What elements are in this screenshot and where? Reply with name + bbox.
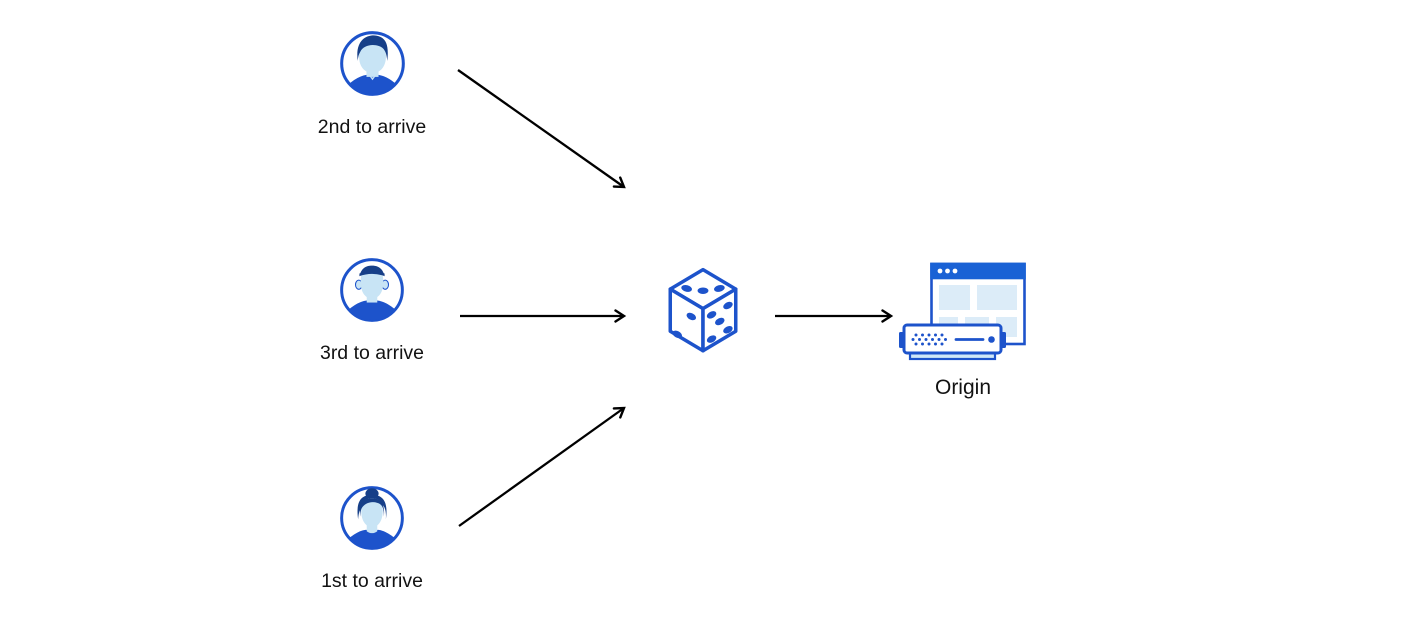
dice-icon bbox=[664, 265, 742, 357]
edge-visitor-first-to-dice bbox=[458, 406, 626, 527]
avatar-man-swept-hair-icon bbox=[339, 30, 406, 97]
node-origin: Origin bbox=[897, 262, 1029, 398]
node-visitor-first: 1st to arrive bbox=[301, 485, 443, 592]
node-visitor-second: 2nd to arrive bbox=[301, 30, 443, 138]
node-dice bbox=[664, 265, 742, 357]
avatar-woman-bun-icon bbox=[339, 485, 405, 551]
visitor-first-label: 1st to arrive bbox=[321, 570, 423, 592]
avatar-man-flat-hair-icon bbox=[339, 257, 405, 323]
visitor-third-label: 3rd to arrive bbox=[319, 342, 425, 364]
origin-label: Origin bbox=[934, 376, 992, 399]
origin-server-browser-icon bbox=[898, 262, 1029, 364]
edge-visitor-second-to-dice bbox=[457, 69, 626, 189]
node-visitor-third: 3rd to arrive bbox=[301, 257, 443, 364]
visitor-second-label: 2nd to arrive bbox=[317, 116, 427, 138]
